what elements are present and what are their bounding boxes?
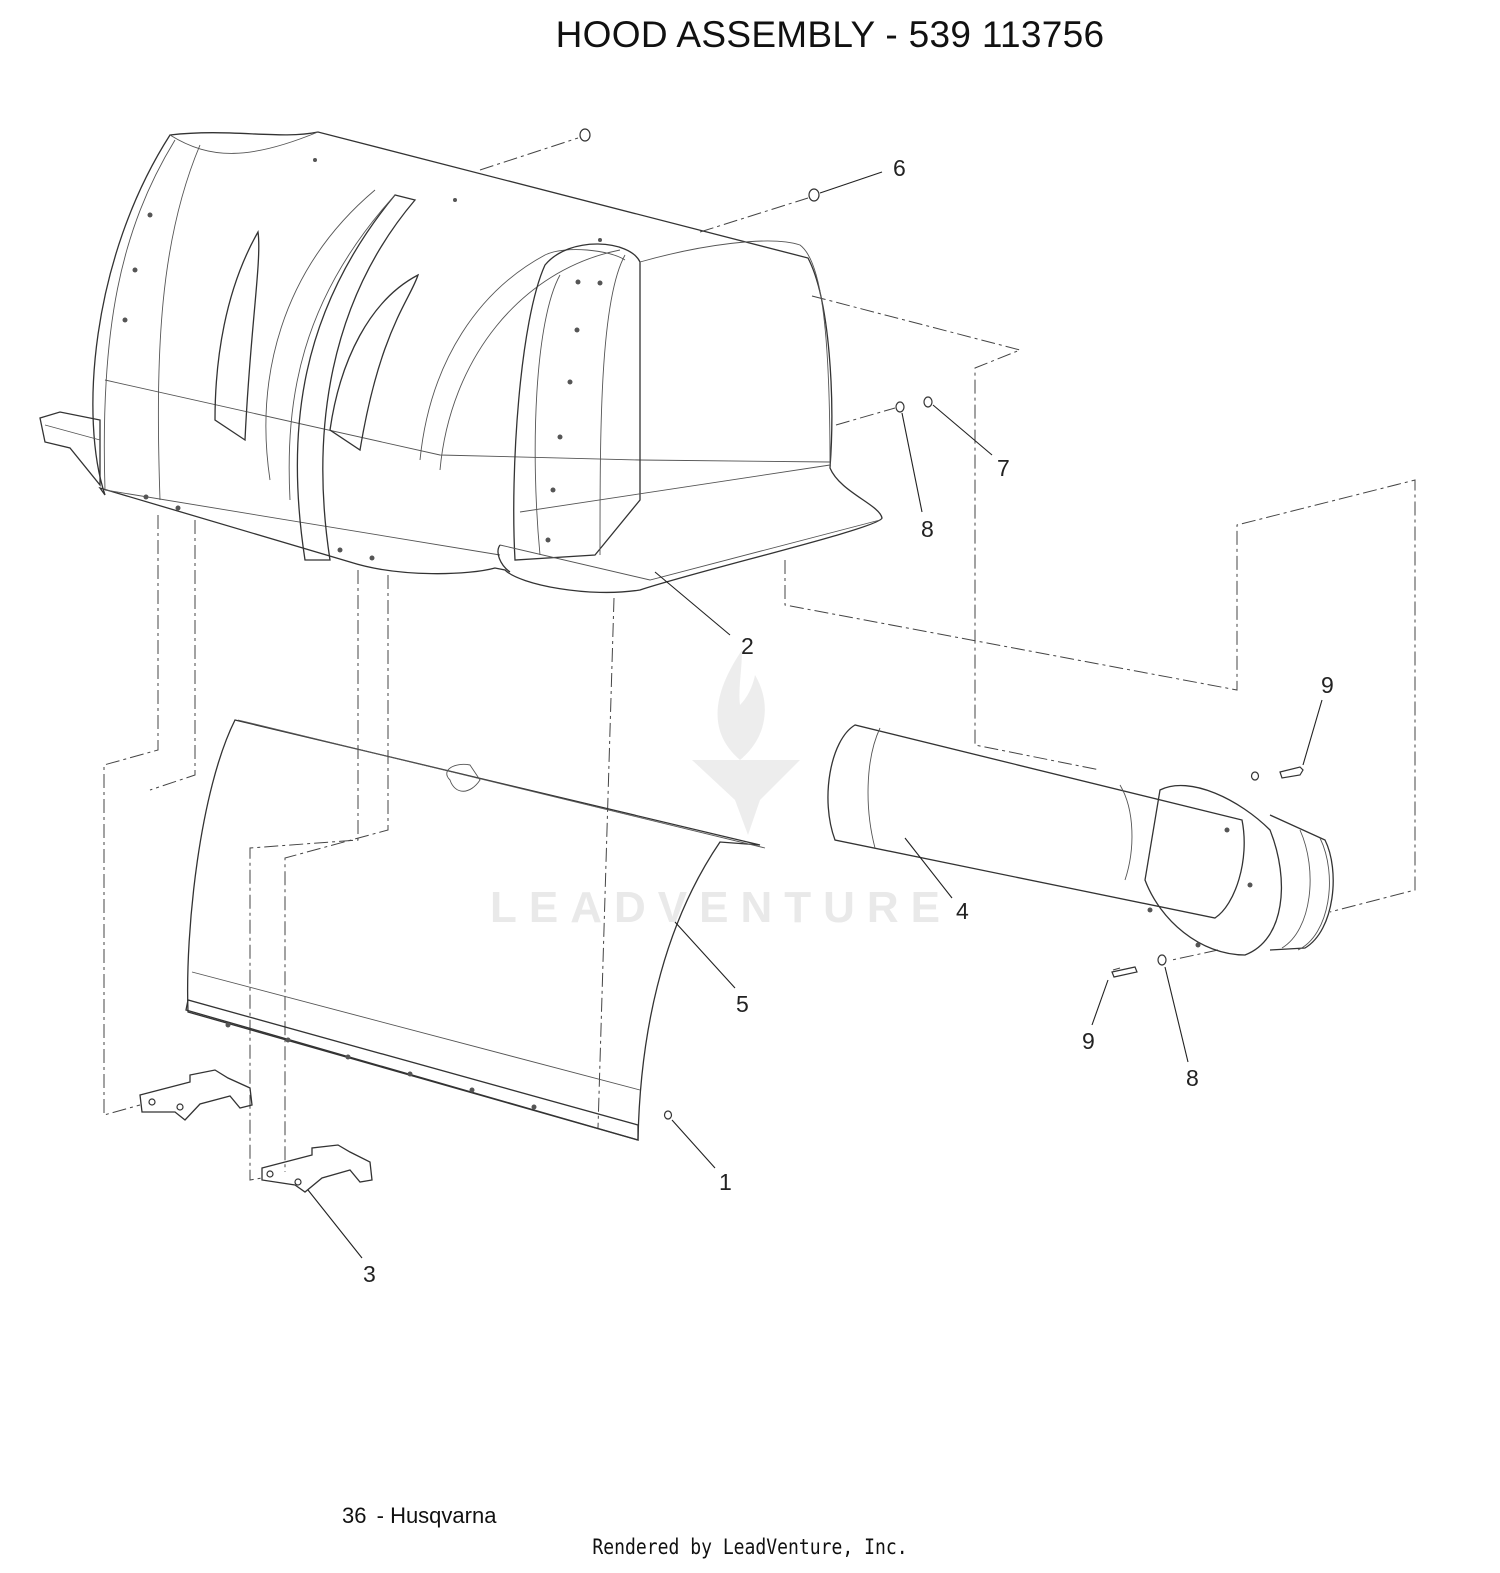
alignment-lines	[103, 137, 1416, 1181]
part-5-deflector	[185, 719, 766, 1141]
bolt-icon	[1111, 966, 1138, 978]
callout-8: 8	[921, 516, 934, 542]
callout-8: 8	[1186, 1065, 1199, 1091]
flame-icon	[717, 650, 765, 760]
title-area: HOOD ASSEMBLY - 539 113756	[0, 0, 1500, 70]
callout-9: 9	[1082, 1028, 1095, 1054]
watermark-text: LEADVENTURE	[490, 883, 952, 932]
part-2-hood	[39, 131, 883, 594]
callout-leaders	[307, 171, 1323, 1259]
hardware	[579, 128, 1304, 1120]
page-footer: 36 - Husqvarna	[342, 1503, 496, 1529]
washer-icon	[895, 401, 905, 413]
washer-icon	[1250, 771, 1260, 781]
callout-7: 7	[997, 455, 1010, 481]
callout-4: 4	[956, 898, 969, 924]
rendered-by-credit: Rendered by LeadVenture, Inc.	[592, 1535, 908, 1559]
part-3-bracket-upper	[139, 1069, 253, 1121]
part-3-bracket-lower	[261, 1144, 373, 1193]
page-number: 36	[342, 1503, 367, 1528]
nut-icon	[579, 128, 591, 142]
nut-icon	[808, 188, 820, 202]
watermark: LEADVENTURE	[490, 650, 952, 932]
part-4-chute-tube	[827, 724, 1334, 956]
callout-3: 3	[363, 1261, 376, 1287]
nut-icon	[923, 396, 933, 408]
page-title: HOOD ASSEMBLY - 539 113756	[555, 14, 1105, 55]
callout-6: 6	[893, 155, 906, 181]
callout-labels: 6 7 8 2 9 4 5 9 8 1 3	[363, 155, 1334, 1287]
exploded-parts-diagram: LEADVENTURE	[39, 128, 1416, 1287]
nut-icon	[663, 1110, 673, 1120]
callout-9: 9	[1321, 672, 1334, 698]
footer-separator: -	[376, 1503, 384, 1528]
callout-5: 5	[736, 991, 749, 1017]
footer-brand: Husqvarna	[390, 1503, 497, 1528]
callout-2: 2	[741, 633, 754, 659]
callout-1: 1	[719, 1169, 732, 1195]
washer-icon	[1157, 954, 1167, 966]
chevron-logo-icon	[692, 760, 800, 835]
hood-fastener-holes	[122, 158, 603, 561]
bolt-icon	[1279, 766, 1304, 779]
